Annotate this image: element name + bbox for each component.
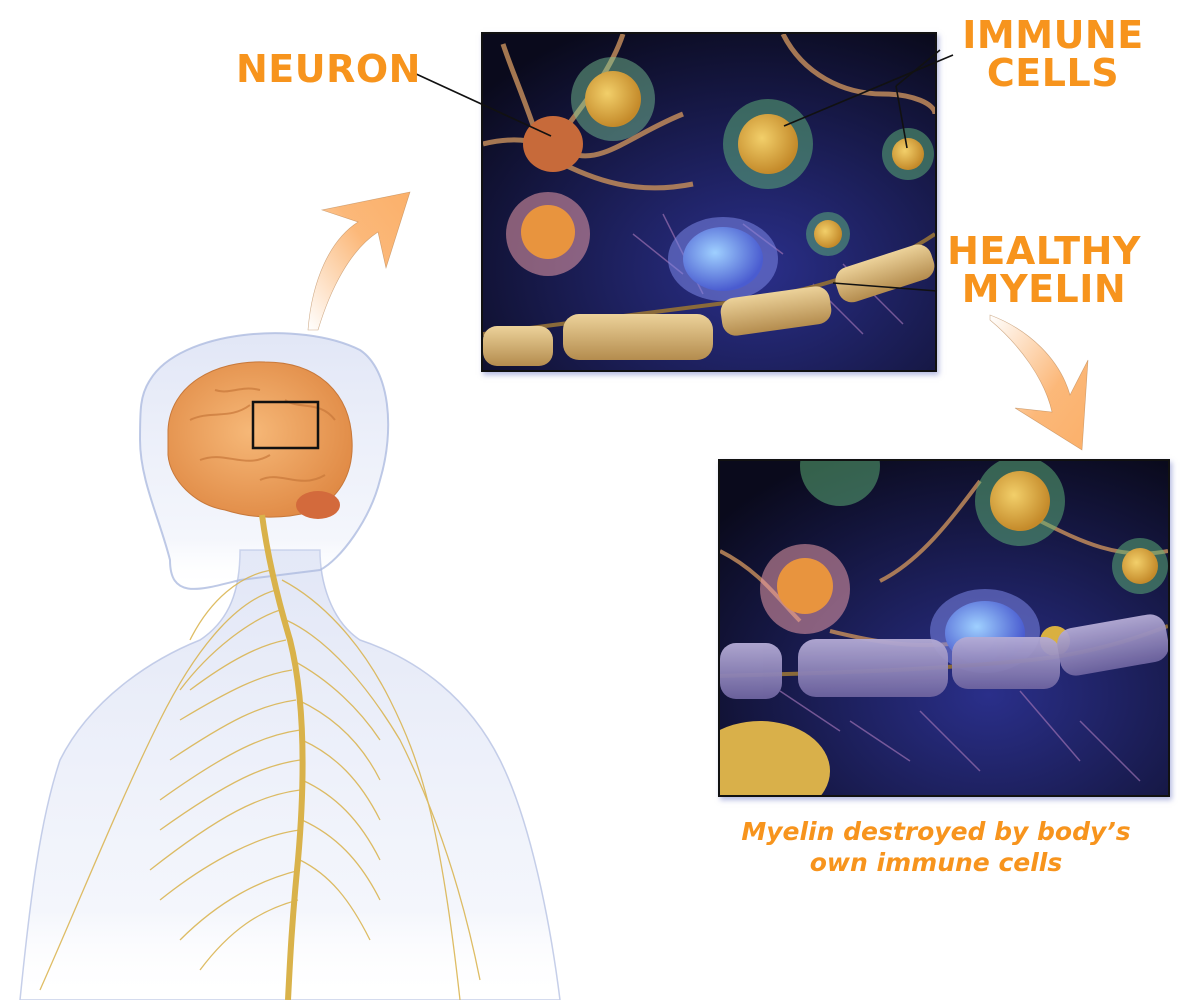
immune-cells-label: IMMUNE CELLS — [958, 16, 1148, 92]
caption-line1: Myelin destroyed by body’s — [741, 817, 1131, 846]
brain-zoom-region-icon — [251, 400, 320, 450]
brain — [167, 361, 353, 519]
immune-cells-label-line2: CELLS — [986, 51, 1120, 95]
neuron-label: NEURON — [236, 47, 421, 91]
curved-arrow-down-right-icon — [989, 314, 1089, 451]
immune-cells-label-line1: IMMUNE — [962, 13, 1144, 57]
human-body-illustration — [19, 332, 561, 1000]
curved-arrow-up-right-icon — [307, 191, 411, 331]
healthy-myelin-label-line1: HEALTHY — [947, 229, 1141, 273]
damaged-myelin-caption: Myelin destroyed by body’s own immune ce… — [706, 816, 1166, 879]
healthy-myelin-label-line2: MYELIN — [961, 267, 1127, 311]
spinal-cord — [259, 514, 306, 1000]
caption-line2: own immune cells — [809, 848, 1063, 878]
healthy-myelin-panel — [481, 32, 937, 372]
healthy-myelin-label: HEALTHY MYELIN — [944, 232, 1144, 308]
damaged-myelin-panel — [718, 459, 1170, 797]
